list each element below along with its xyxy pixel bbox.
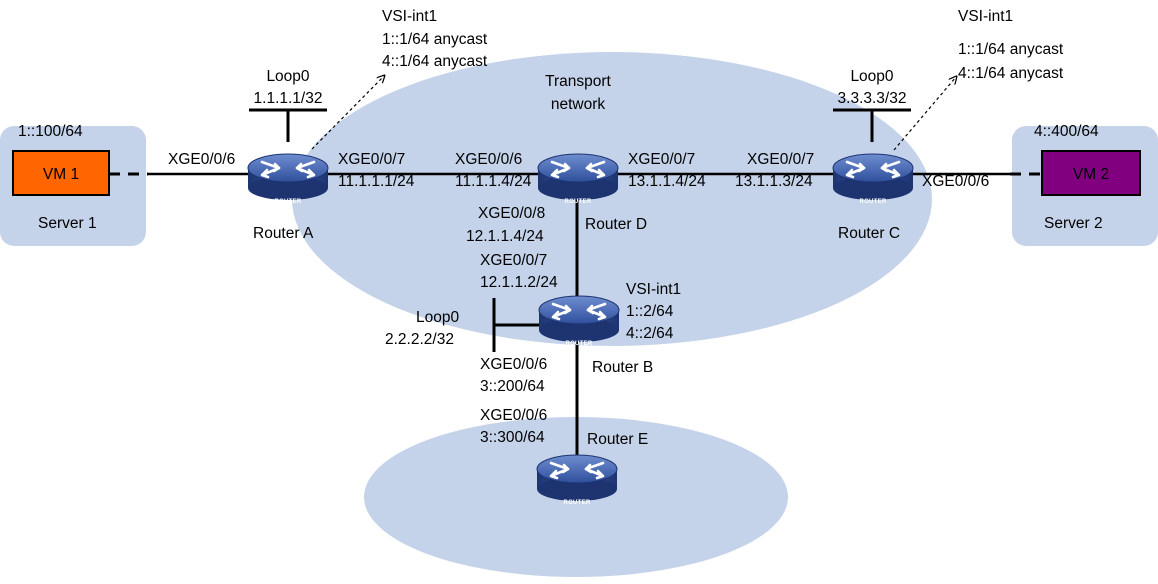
- server1-name: Server 1: [38, 215, 97, 232]
- routerC-if-east: XGE0/0/6: [922, 173, 989, 190]
- router-c-icon: ROUTER: [831, 152, 915, 205]
- routerB-if-north-addr: 12.1.1.2/24: [480, 274, 558, 291]
- transport-label-line2: network: [551, 96, 606, 113]
- routerC-vsi-line1: 1::1/64 anycast: [958, 41, 1064, 58]
- routerD-if-east-addr: 13.1.1.4/24: [628, 173, 706, 190]
- routerA-loop-label: Loop0: [266, 68, 309, 85]
- routerC-if-west: XGE0/0/7: [747, 151, 814, 168]
- routerC-vsi-arrow: [893, 77, 956, 151]
- routerC-if-west-addr: 13.1.1.3/24: [735, 173, 813, 190]
- routerC-vsi-title: VSI-int1: [958, 8, 1013, 25]
- routerA-vsi-line2: 4::1/64 anycast: [382, 53, 488, 70]
- routerB-loop-addr: 2.2.2.2/32: [385, 331, 454, 348]
- routerB-loop-label: Loop0: [416, 309, 459, 326]
- vm1-label: VM 1: [43, 166, 79, 183]
- routerC-loop-label: Loop0: [850, 68, 893, 85]
- routerA-name: Router A: [253, 225, 314, 242]
- server2-name: Server 2: [1044, 215, 1103, 232]
- vm2-label: VM 2: [1073, 166, 1109, 183]
- router-e-icon: ROUTER: [535, 453, 619, 506]
- svg-text:ROUTER: ROUTER: [564, 199, 591, 205]
- routerD-if-west-addr: 11.1.1.4/24: [455, 173, 532, 190]
- transport-label-line1: Transport: [545, 73, 611, 90]
- svg-text:ROUTER: ROUTER: [859, 199, 886, 205]
- routerE-if-north-addr: 3::300/64: [480, 429, 545, 446]
- routerB-name: Router B: [592, 359, 653, 376]
- routerA-vsi-title: VSI-int1: [382, 8, 437, 25]
- routerE-if-north: XGE0/0/6: [480, 407, 547, 424]
- vm2-box: [1041, 150, 1141, 196]
- routerB-if-south: XGE0/0/6: [480, 356, 547, 373]
- routerA-if-east: XGE0/0/7: [338, 151, 405, 168]
- vm2-address: 4::400/64: [1034, 123, 1099, 140]
- routerA-vsi-arrow: [311, 76, 384, 150]
- svg-text:ROUTER: ROUTER: [565, 341, 592, 347]
- routerD-if-west: XGE0/0/6: [455, 151, 522, 168]
- routerA-if-west: XGE0/0/6: [168, 151, 235, 168]
- svg-text:ROUTER: ROUTER: [274, 199, 301, 205]
- routerB-vsi-title: VSI-int1: [626, 281, 681, 298]
- routerB-if-south-addr: 3::200/64: [480, 378, 545, 395]
- routerA-loop-addr: 1.1.1.1/32: [254, 90, 323, 107]
- vm1-address: 1::100/64: [18, 123, 83, 140]
- routerD-name: Router D: [585, 216, 647, 233]
- router-a-icon: ROUTER: [246, 152, 330, 205]
- routerD-if-south-addr: 12.1.1.4/24: [466, 228, 544, 245]
- routerB-vsi-line1: 1::2/64: [626, 303, 674, 320]
- router-d-icon: ROUTER: [536, 152, 620, 205]
- router-b-icon: ROUTER: [537, 294, 621, 347]
- routerC-vsi-line2: 4::1/64 anycast: [958, 65, 1064, 82]
- routerD-if-east: XGE0/0/7: [628, 151, 695, 168]
- routerC-loop-addr: 3.3.3.3/32: [838, 90, 907, 107]
- routerA-vsi-line1: 1::1/64 anycast: [382, 31, 488, 48]
- routerC-name: Router C: [838, 225, 900, 242]
- svg-text:ROUTER: ROUTER: [563, 500, 590, 506]
- routerB-if-north: XGE0/0/7: [480, 252, 547, 269]
- routerB-vsi-line2: 4::2/64: [626, 325, 674, 342]
- routerA-if-east-addr: 11.1.1.1/24: [338, 173, 415, 190]
- transport-network-cloud: [292, 52, 932, 346]
- routerD-if-south: XGE0/0/8: [478, 205, 545, 222]
- routerE-name: Router E: [587, 431, 648, 448]
